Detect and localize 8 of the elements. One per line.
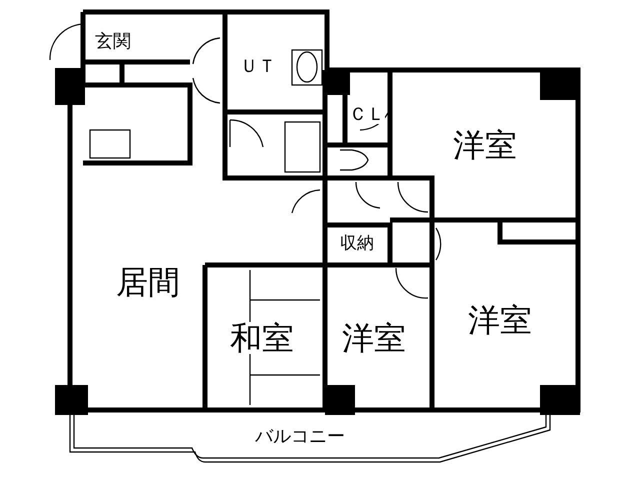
room-label: 洋室 [453, 129, 517, 161]
room-label: 玄関 [95, 33, 131, 51]
room-label: 洋室 [468, 304, 532, 336]
room-label: 収納 [340, 236, 374, 252]
room-label: 洋室 [342, 322, 406, 354]
room-label: 居間 [116, 266, 180, 298]
room-label: 和室 [230, 322, 294, 354]
balcony-label: バルコニー [255, 428, 345, 446]
